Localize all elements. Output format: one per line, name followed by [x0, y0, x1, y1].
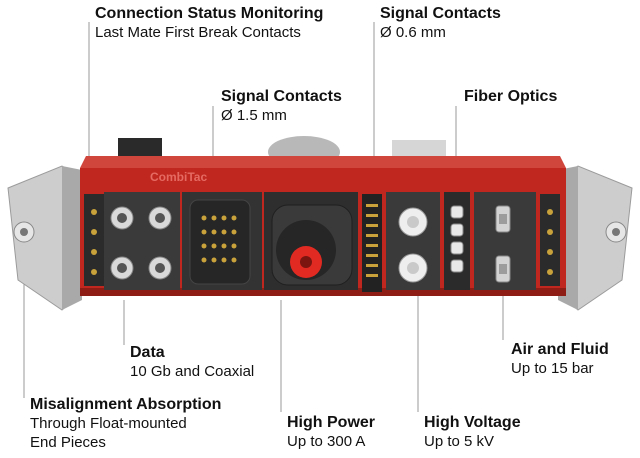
callout-air-line1: Up to 15 bar	[511, 360, 594, 377]
housing-top	[80, 156, 566, 168]
callout-power: High Power Up to 300 A	[287, 413, 375, 451]
callout-signal15: Signal Contacts Ø 1.5 mm	[221, 87, 342, 125]
callout-status-title: Connection Status Monitoring	[95, 5, 324, 22]
callout-air-title: Air and Fluid	[511, 341, 609, 358]
callout-signal15-line1: Ø 1.5 mm	[221, 107, 287, 124]
callout-misalign-title: Misalignment Absorption	[30, 396, 222, 413]
callout-misalign-line1: Through Float-mounted	[30, 415, 187, 432]
callout-data-line1: 10 Gb and Coaxial	[130, 363, 255, 380]
callout-data: Data 10 Gb and Coaxial	[130, 343, 254, 381]
callout-signal06: Signal Contacts Ø 0.6 mm	[380, 4, 501, 42]
callout-data-title: Data	[130, 344, 165, 361]
callout-fiber-title: Fiber Optics	[464, 88, 558, 105]
callout-power-line1: Up to 300 A	[287, 433, 366, 450]
callout-fiber: Fiber Optics	[464, 87, 557, 106]
callout-voltage-title: High Voltage	[424, 414, 521, 431]
status-module-left	[84, 194, 104, 286]
brand-text: CombiTac	[150, 170, 207, 184]
callout-air: Air and Fluid Up to 15 bar	[511, 340, 609, 378]
signal06-module	[362, 194, 382, 292]
callout-power-title: High Power	[287, 414, 376, 431]
callout-status: Connection Status Monitoring Last Mate F…	[95, 4, 323, 42]
right-end-piece	[558, 165, 633, 311]
callout-voltage: High Voltage Up to 5 kV	[424, 413, 521, 451]
callout-misalign-line2: End Pieces	[30, 434, 106, 451]
callout-voltage-line1: Up to 5 kV	[424, 433, 495, 450]
callout-status-line1: Last Mate First Break Contacts	[95, 24, 301, 41]
callout-signal15-title: Signal Contacts	[221, 88, 342, 105]
callout-signal06-line1: Ø 0.6 mm	[380, 24, 446, 41]
callout-misalign: Misalignment Absorption Through Float-mo…	[30, 395, 221, 452]
status-module-right	[540, 194, 560, 286]
rear-block-right	[392, 140, 446, 158]
callout-signal06-title: Signal Contacts	[380, 5, 501, 22]
left-end-piece	[7, 165, 82, 311]
